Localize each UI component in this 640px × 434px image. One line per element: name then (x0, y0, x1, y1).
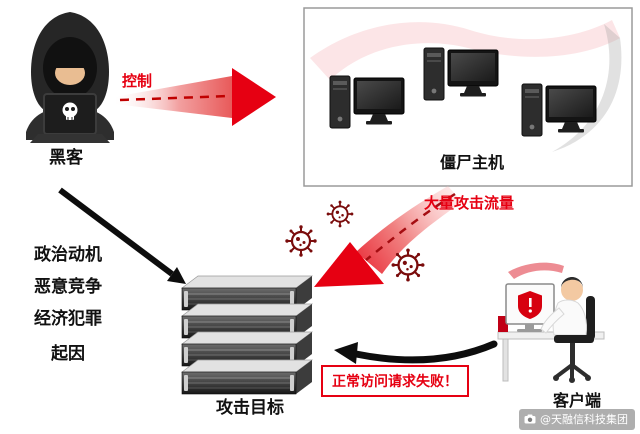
pink-swoosh (310, 20, 620, 80)
hacker-label: 黑客 (49, 148, 83, 168)
virus-icon (390, 247, 426, 283)
cause-item: 恶意竞争 (34, 277, 102, 297)
attack-target-label: 攻击目标 (216, 398, 284, 418)
control-label: 控制 (122, 72, 153, 90)
control-arrow (114, 68, 276, 126)
client-person-icon (540, 277, 595, 383)
cause-label: 起因 (51, 344, 85, 364)
cause-item: 经济犯罪 (34, 309, 102, 329)
server-rack-icon (181, 275, 313, 395)
failed-request-arrow (334, 340, 498, 364)
cause-arrow (58, 187, 186, 284)
camera-icon (524, 414, 536, 424)
virus-icon (325, 199, 355, 229)
client-label: 客户端 (552, 391, 601, 410)
attack-traffic-arrow (314, 186, 462, 287)
watermark: @天融信科技集团 (519, 409, 635, 430)
gray-swoosh (552, 24, 622, 152)
client-desk-icon (497, 262, 605, 383)
attack-causes-list: 政治动机 恶意竞争 经济犯罪 起因 (18, 240, 118, 371)
hacker-hood-icon (26, 12, 114, 143)
request-failed-badge: 正常访问请求失败！ (321, 365, 469, 397)
zombie-hosts-label: 僵尸主机 (439, 153, 504, 172)
skull-laptop-icon (30, 93, 110, 143)
watermark-text: @天融信科技集团 (540, 413, 628, 426)
client-monitor-icon (505, 283, 555, 332)
cause-item: 政治动机 (34, 245, 102, 265)
attack-traffic-label: 大量攻击流量 (424, 194, 515, 212)
virus-icon (284, 224, 318, 258)
